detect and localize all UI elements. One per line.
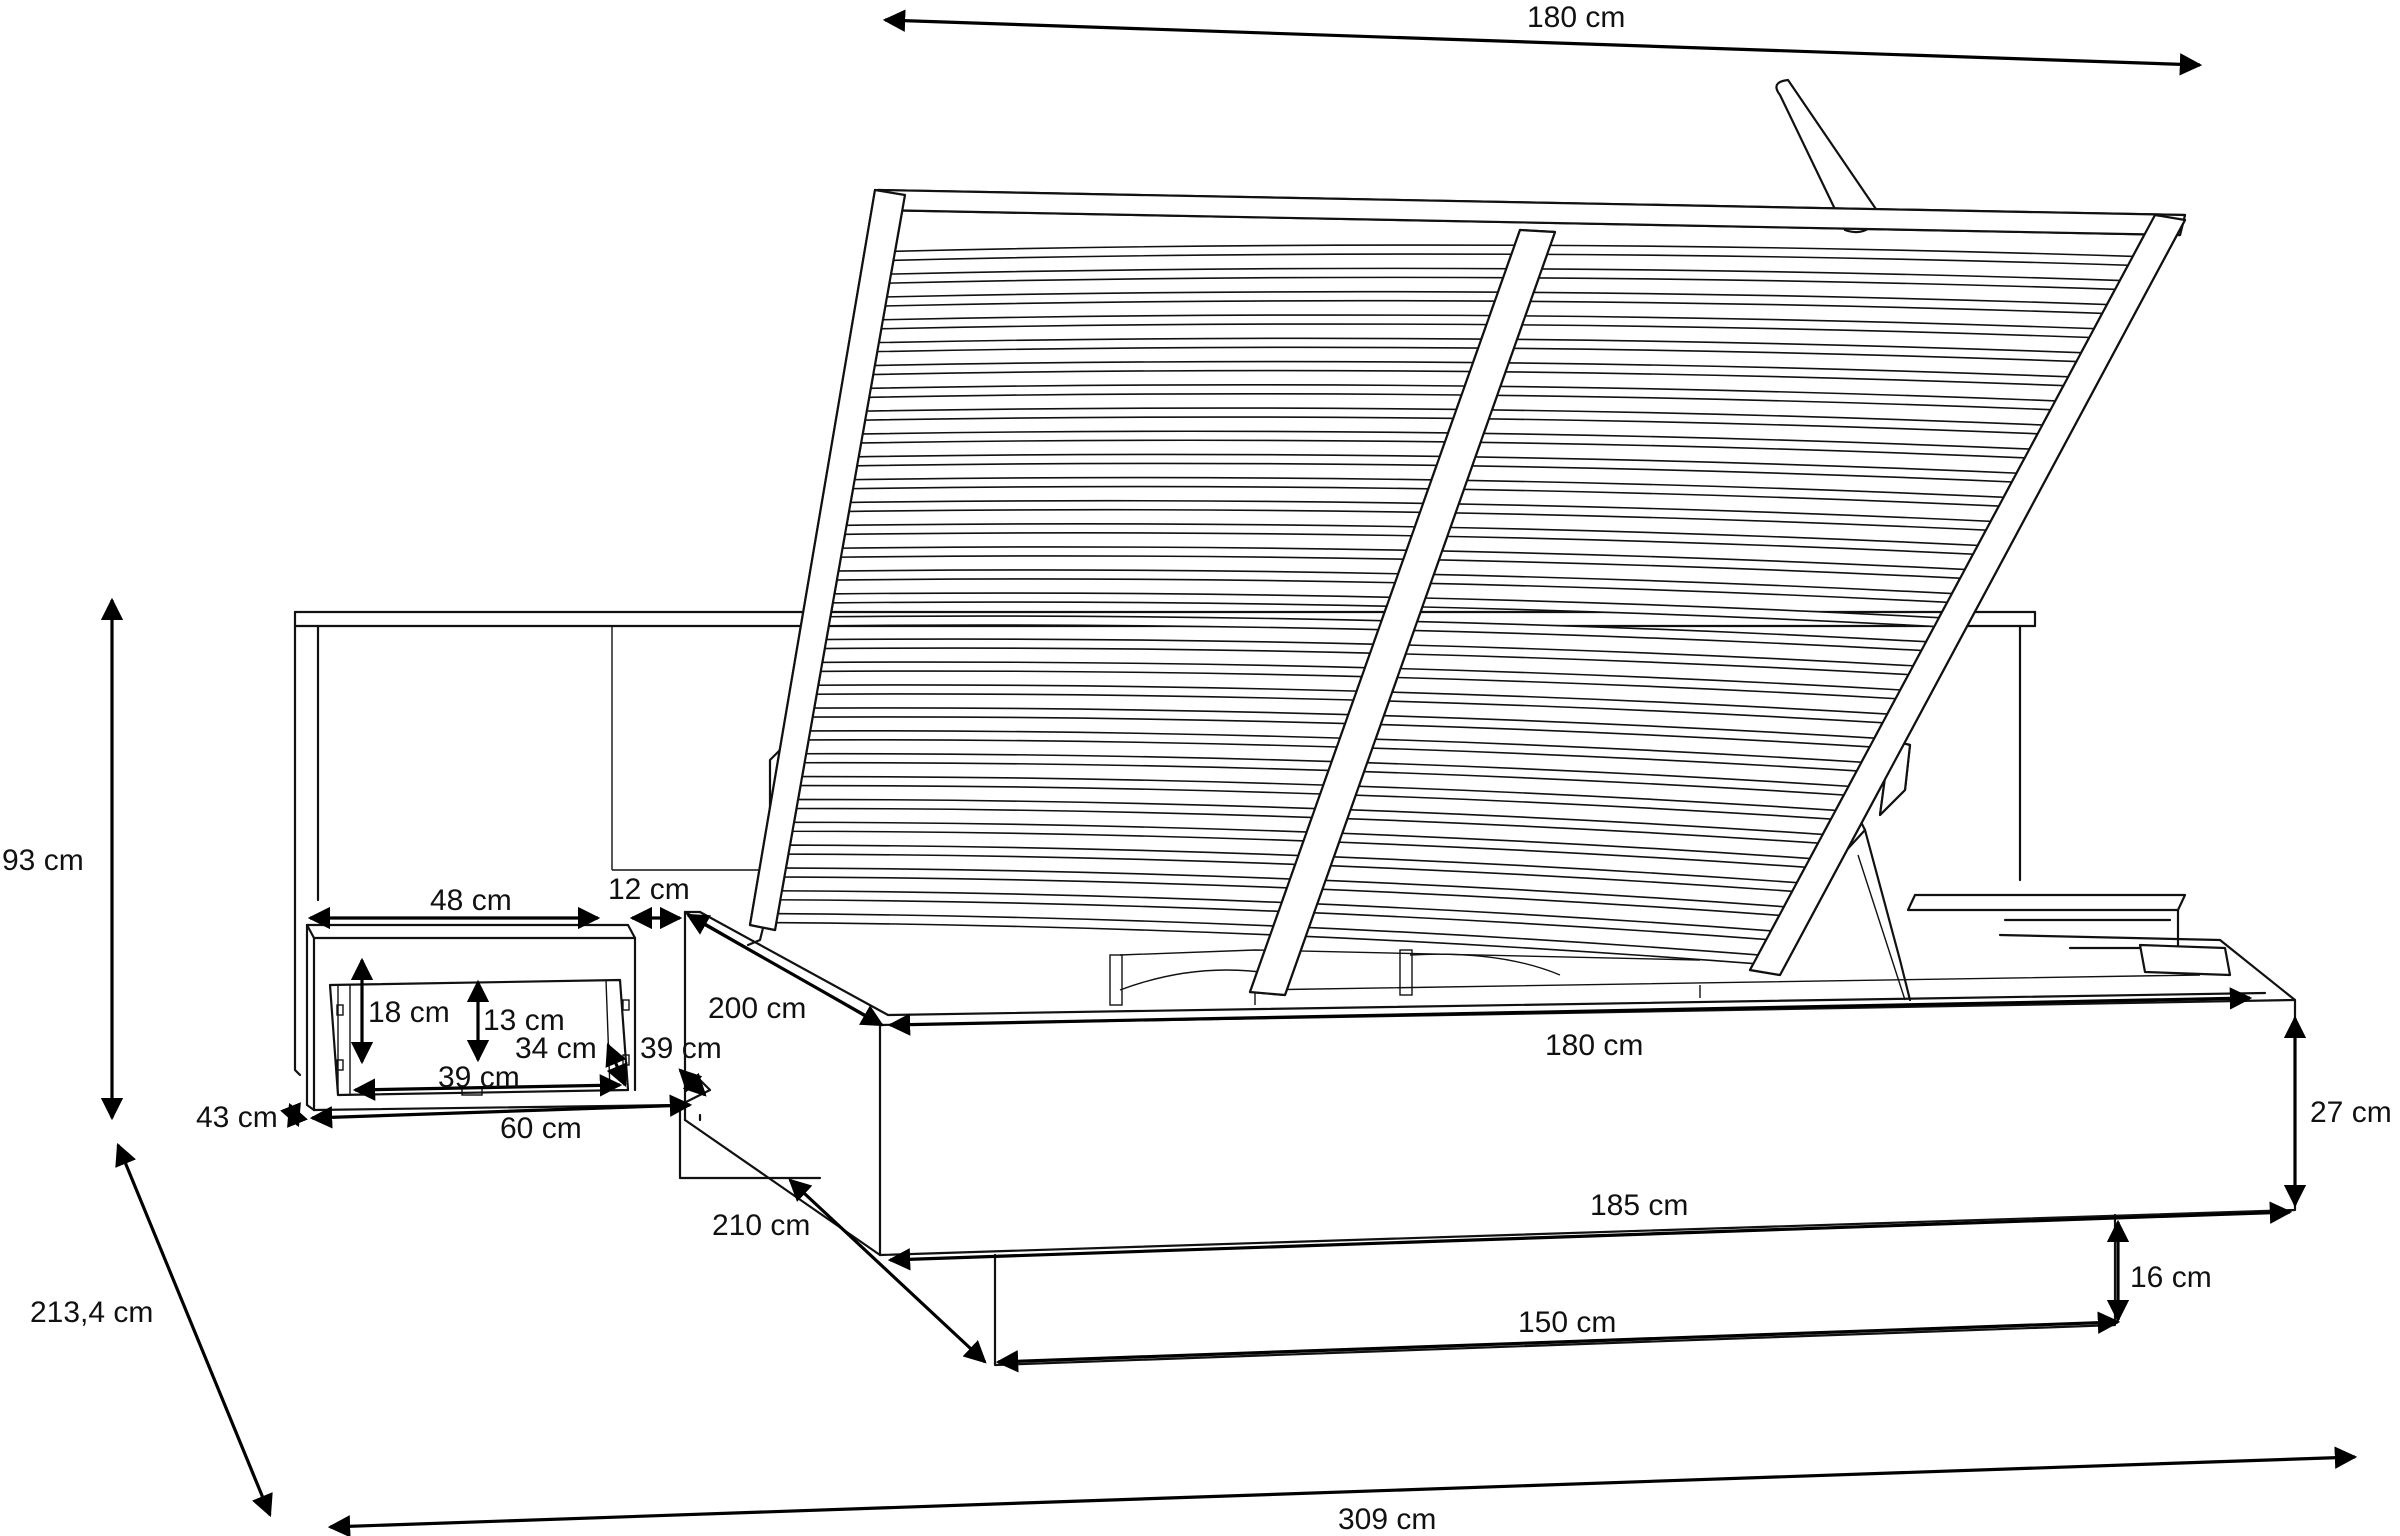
dim-base-width [995, 1311, 2121, 1373]
dim-nightstand-inner-width [352, 1074, 623, 1101]
dim-frame-inner-length [686, 913, 884, 1027]
label-frame-height: 27 cm [2310, 1096, 2392, 1129]
slats [766, 244, 2155, 966]
label-depth-total: 213,4 cm [30, 1296, 153, 1329]
dim-top-width [882, 9, 2203, 76]
bed-frame [683, 910, 2297, 1367]
label-base-width: 150 cm [1518, 1306, 1616, 1339]
dim-depth-total [115, 1142, 273, 1518]
dim-nightstand-width [309, 1094, 693, 1129]
label-nightstand-depth: 39 cm [640, 1032, 722, 1065]
dim-frame-outer-length [788, 1178, 987, 1364]
right-nightstand [1906, 893, 2187, 950]
label-nightstand-width: 60 cm [500, 1112, 582, 1145]
dim-frame-inner-width [887, 987, 2253, 1036]
label-nightstand-inner-depth: 34 cm [515, 1032, 597, 1065]
label-frame-outer-length: 210 cm [712, 1209, 810, 1242]
dimension-lines [100, 9, 2358, 1536]
label-frame-outer-width: 185 cm [1590, 1189, 1688, 1222]
dim-length-total [327, 1446, 2358, 1536]
label-frame-inner-width: 180 cm [1545, 1029, 1643, 1062]
label-nightstand-height: 43 cm [196, 1101, 278, 1134]
label-height-total: 93 cm [2, 844, 84, 877]
dim-frame-outer-width [887, 1201, 2293, 1271]
dim-nightstand-height [280, 1102, 308, 1128]
label-nightstand-inner-width: 39 cm [438, 1061, 520, 1094]
label-top-width: 180 cm [1527, 1, 1625, 34]
label-nightstand-width-top: 48 cm [430, 884, 512, 917]
label-frame-inner-length: 200 cm [708, 992, 806, 1025]
label-nightstand-inner-height: 13 cm [483, 1004, 565, 1037]
label-base-height: 16 cm [2130, 1261, 2212, 1294]
label-nightstand-gap: 12 cm [608, 873, 690, 906]
label-nightstand-drawer-height: 18 cm [368, 996, 450, 1029]
dim-nightstand-depth [678, 1068, 707, 1097]
label-length-total: 309 cm [1338, 1503, 1436, 1536]
